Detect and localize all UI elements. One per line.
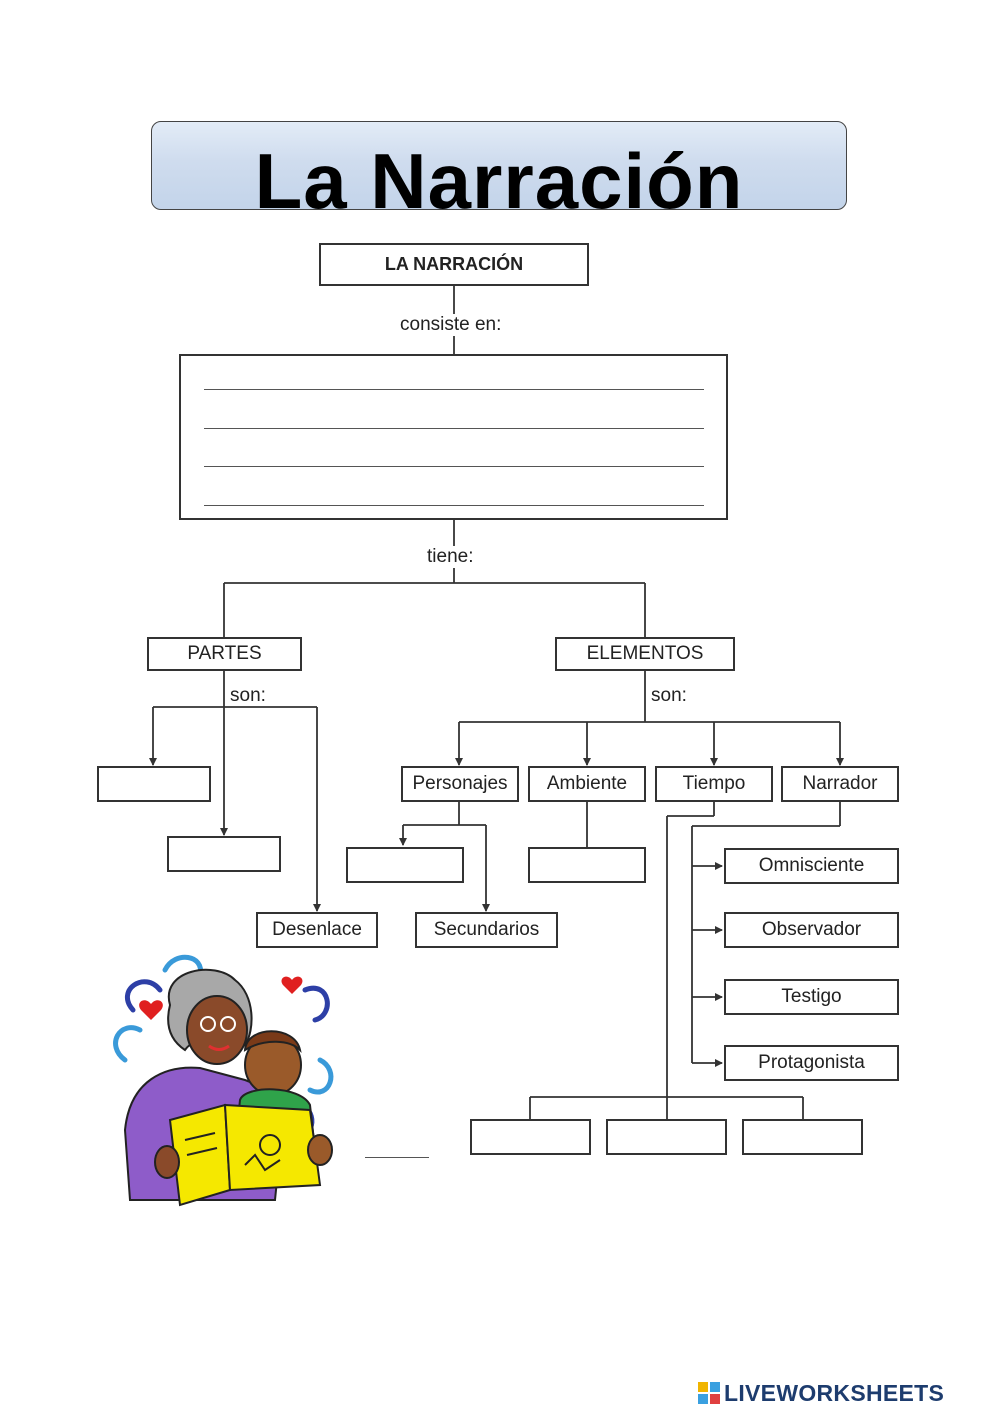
answer-line[interactable] [204,505,704,506]
answer-line[interactable] [204,428,704,429]
partes-label: PARTES [187,643,262,664]
answer-line[interactable] [204,389,704,390]
stray-underline [365,1157,429,1158]
narrador-testigo: Testigo [724,979,899,1015]
partes-answer-box[interactable] [97,766,211,802]
elemento-narrador: Narrador [781,766,899,802]
answer-line[interactable] [204,466,704,467]
root-node-label: LA NARRACIÓN [384,254,524,274]
tiempo-answer-box[interactable] [470,1119,591,1155]
connector-son-partes: son: [230,685,266,706]
partes-item-desenlace: Desenlace [256,912,378,948]
liveworksheets-logo-icon [698,1382,720,1404]
title-banner: La Narración [151,121,847,210]
narrador-protagonista: Protagonista [724,1045,899,1081]
narrador-omnisciente: Omnisciente [724,848,899,884]
connector-son-elementos: son: [651,685,687,706]
tiempo-answer-box[interactable] [606,1119,727,1155]
partes-answer-box[interactable] [167,836,281,872]
partes-node: PARTES [147,637,302,671]
liveworksheets-logo: LIVEWORKSHEETS [698,1379,945,1406]
personajes-secundarios: Secundarios [415,912,558,948]
elementos-node: ELEMENTOS [555,637,735,671]
tiempo-answer-box[interactable] [742,1119,863,1155]
grandmother-reading-clipart [113,954,334,1207]
personajes-answer-box[interactable] [346,847,464,883]
elemento-ambiente: Ambiente [528,766,646,802]
narrador-observador: Observador [724,912,899,948]
connector-tiene: tiene: [423,546,478,568]
root-node: LA NARRACIÓN [319,243,589,286]
footer-brand: LIVEWORKSHEETS [724,1379,945,1406]
connector-consiste-en: consiste en: [396,314,506,336]
elementos-label: ELEMENTOS [586,643,704,664]
ambiente-answer-box[interactable] [528,847,646,883]
elemento-tiempo: Tiempo [655,766,773,802]
definition-box[interactable] [179,354,728,520]
elemento-personajes: Personajes [401,766,519,802]
page-title: La Narración [254,137,744,210]
